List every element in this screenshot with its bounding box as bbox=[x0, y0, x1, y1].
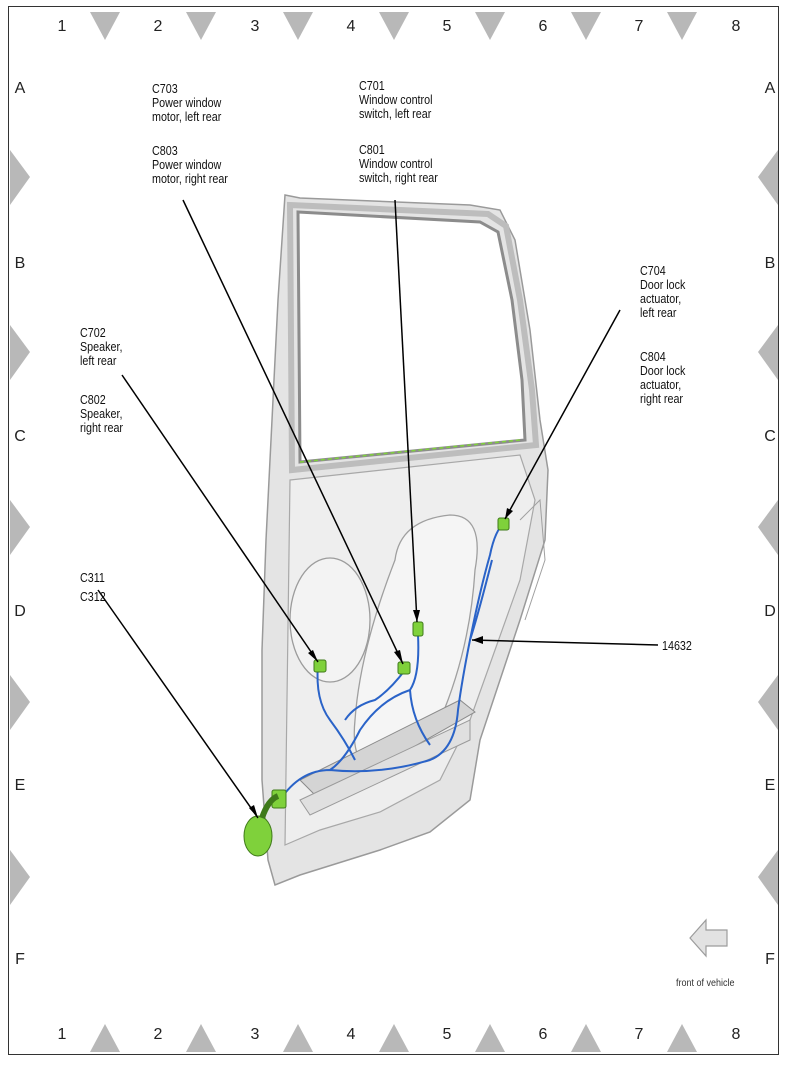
col-label-2-bottom: 2 bbox=[153, 1026, 163, 1043]
callout-c702: C702 Speaker, left rear bbox=[80, 326, 123, 368]
leader-arrowheads bbox=[249, 508, 513, 818]
col-label-4: 4 bbox=[346, 18, 356, 35]
col-label-7-bottom: 7 bbox=[634, 1026, 644, 1043]
row-label-a: A bbox=[14, 80, 26, 97]
grid-markers bbox=[10, 12, 778, 1052]
connector-c702-c802 bbox=[313, 659, 327, 673]
col-label-8: 8 bbox=[731, 18, 741, 35]
wiring-harness-14632 bbox=[279, 521, 506, 801]
col-label-2: 2 bbox=[153, 18, 163, 35]
col-label-1-bottom: 1 bbox=[57, 1026, 67, 1043]
col-label-8-bottom: 8 bbox=[731, 1026, 741, 1043]
callout-harness-14632: 14632 bbox=[662, 639, 692, 653]
row-label-c-right: C bbox=[764, 428, 776, 445]
connector-c701-c801 bbox=[412, 621, 424, 637]
front-arrow-icon bbox=[689, 918, 728, 958]
col-label-6-bottom: 6 bbox=[538, 1026, 548, 1043]
col-label-1: 1 bbox=[57, 18, 67, 35]
connectors bbox=[243, 517, 510, 857]
col-label-5: 5 bbox=[442, 18, 452, 35]
callout-c311: C311 bbox=[80, 571, 105, 585]
col-label-5-bottom: 5 bbox=[442, 1026, 452, 1043]
col-label-6: 6 bbox=[538, 18, 548, 35]
row-label-a-right: A bbox=[764, 80, 776, 97]
row-label-f: F bbox=[15, 951, 25, 968]
callout-c804: C804 Door lock actuator, right rear bbox=[640, 350, 686, 406]
connector-c704-c804 bbox=[497, 517, 510, 531]
connector-c311-round bbox=[243, 815, 273, 857]
col-label-3: 3 bbox=[250, 18, 260, 35]
row-label-b: B bbox=[14, 255, 26, 272]
row-label-e: E bbox=[14, 777, 26, 794]
callout-c803: C803 Power window motor, right rear bbox=[152, 144, 228, 186]
callout-c703: C703 Power window motor, left rear bbox=[152, 82, 222, 124]
leader-lines bbox=[97, 199, 659, 819]
col-label-7: 7 bbox=[634, 18, 644, 35]
callout-c701: C701 Window control switch, left rear bbox=[359, 79, 433, 121]
row-label-f-right: F bbox=[765, 951, 775, 968]
diagram-frame bbox=[8, 6, 779, 1055]
callout-c802: C802 Speaker, right rear bbox=[80, 393, 124, 435]
callout-c801: C801 Window control switch, right rear bbox=[359, 143, 438, 185]
row-label-c: C bbox=[14, 428, 26, 445]
callout-c704: C704 Door lock actuator, left rear bbox=[640, 264, 686, 320]
rear-door bbox=[261, 194, 549, 887]
row-label-b-right: B bbox=[764, 255, 776, 272]
connector-c703-c803 bbox=[397, 661, 411, 675]
col-label-4-bottom: 4 bbox=[346, 1026, 356, 1043]
row-label-e-right: E bbox=[764, 777, 776, 794]
callout-c312: C312 bbox=[80, 590, 106, 604]
front-of-vehicle-label: front of vehicle bbox=[676, 978, 735, 989]
col-label-3-bottom: 3 bbox=[250, 1026, 260, 1043]
row-label-d: D bbox=[14, 603, 26, 620]
row-label-d-right: D bbox=[764, 603, 776, 620]
